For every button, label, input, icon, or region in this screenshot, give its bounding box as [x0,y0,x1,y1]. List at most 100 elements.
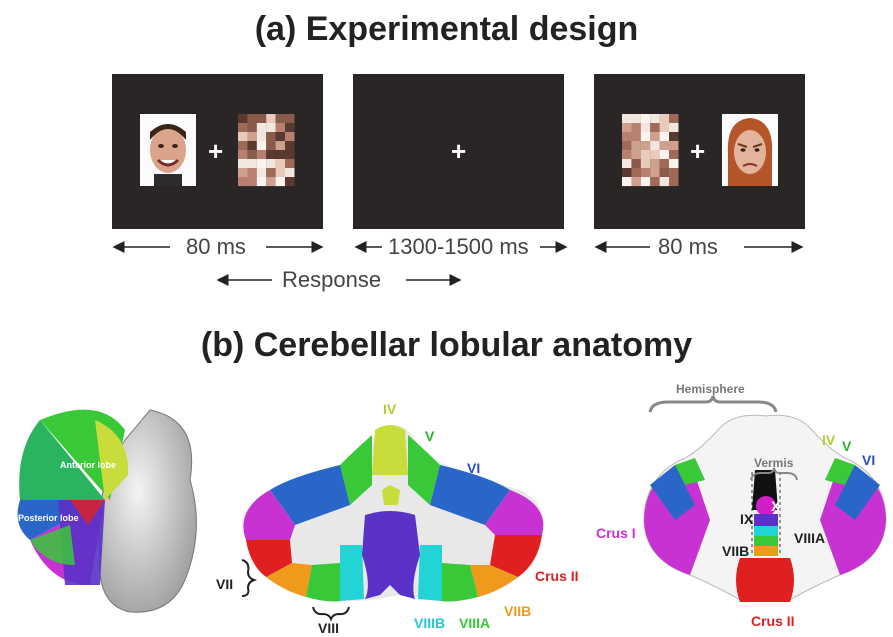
mask-tile [631,123,641,133]
mask-tile [266,132,276,142]
mask-tile [285,150,295,160]
label-crus2: Crus II [535,568,579,584]
mask-tile [256,123,267,133]
mask-tile [622,123,632,133]
mask-tile [640,123,651,133]
mask-tile [266,141,276,151]
hemisphere-brace [648,395,778,413]
section-b-title: (b) Cerebellar lobular anatomy [200,326,693,364]
mask-tile [285,168,295,178]
label-vi: VI [862,452,876,468]
posterior-cerebellum-view [243,425,544,602]
angry-face-photo [722,114,778,186]
label-viiib: VIIIB [414,615,446,631]
mask-tile [640,150,651,160]
mask-tile [622,168,632,178]
mask-tile [669,168,679,178]
label-crus2: Crus II [751,613,795,629]
mask-tile [631,150,641,160]
mask-tile [622,159,632,169]
mask-tile [256,114,267,124]
mask-tile [659,132,670,142]
label-vi: VI [467,460,481,476]
mask-tile [631,132,641,142]
mask-tile [659,177,670,187]
mask-tile [285,177,295,187]
mask-tile [640,177,651,187]
label-hemisphere: Hemisphere [676,382,745,396]
mask-tile [650,150,660,160]
mask-tile [247,168,257,178]
label-vii: VII [216,576,234,592]
mask-tile [238,132,248,142]
mask-tile [285,159,295,169]
timing-arrows [112,241,804,286]
mask-tile [640,114,651,124]
mask-tile [650,168,660,178]
mask-tile [266,150,276,160]
posterior-lobe-label: Posterior lobe [18,513,79,523]
mask-tile [266,123,276,133]
mask-tile [622,177,632,187]
mask-tile [266,168,276,178]
mask-tile [622,132,632,142]
mask-tile [256,132,267,142]
label-iv: IV [383,401,397,417]
anterior-lobe-label: Anterior lobe [60,460,117,470]
label-viib: VIIB [504,603,532,619]
mask-tile [275,177,286,187]
mask-tile [640,168,651,178]
mask-tile [650,159,660,169]
fixation-cross: + [451,136,467,166]
mask-tile [256,150,267,160]
mask-tile [631,168,641,178]
mask-tile [285,141,295,151]
mask-tile [650,177,660,187]
mask-tile [285,114,295,124]
mask-tile [247,159,257,169]
mask-tile [659,159,670,169]
mask-tile [238,159,248,169]
mask-tile [266,159,276,169]
mask-tile [650,132,660,142]
mask-tile [631,159,641,169]
label-vermis: Vermis [754,456,794,470]
axial-cerebellum-view [643,414,887,602]
label-crus1: Crus I [596,525,636,541]
mask-tile [622,141,632,151]
mask-tile [247,114,257,124]
section-a-title: (a) Experimental design [254,10,639,48]
mask-tile [622,150,632,160]
mask-tile [238,177,248,187]
stimulus-screen-1: + [112,74,323,229]
mask-tile [669,123,679,133]
mask-tile [631,177,641,187]
mask-tile [640,132,651,142]
label-viiia: VIIIA [459,615,491,631]
mask-tile [275,168,286,178]
mask-tile [247,150,257,160]
mask-tile [256,177,267,187]
mask-tile [275,114,286,124]
mask-tile [650,114,660,124]
label-x: X [771,498,781,514]
mask-tile [669,159,679,169]
mask-tile [285,132,295,142]
mask-tile [275,150,286,160]
mask-tile [659,168,670,178]
label-viii: VIII [318,620,340,636]
label-v: V [842,438,852,454]
stimulus-screen-2: + [353,74,564,229]
label-iv: IV [822,432,836,448]
mask-tile [669,177,679,187]
mask-tile [256,141,267,151]
label-viiia: VIIIA [794,530,826,546]
mask-tile [247,141,257,151]
mask-tile [669,150,679,160]
mask-tile [238,141,248,151]
scrambled-mask [238,114,295,187]
mask-tile [669,141,679,151]
mask-tile [669,114,679,124]
mask-tile [238,150,248,160]
mask-tile [285,123,295,133]
